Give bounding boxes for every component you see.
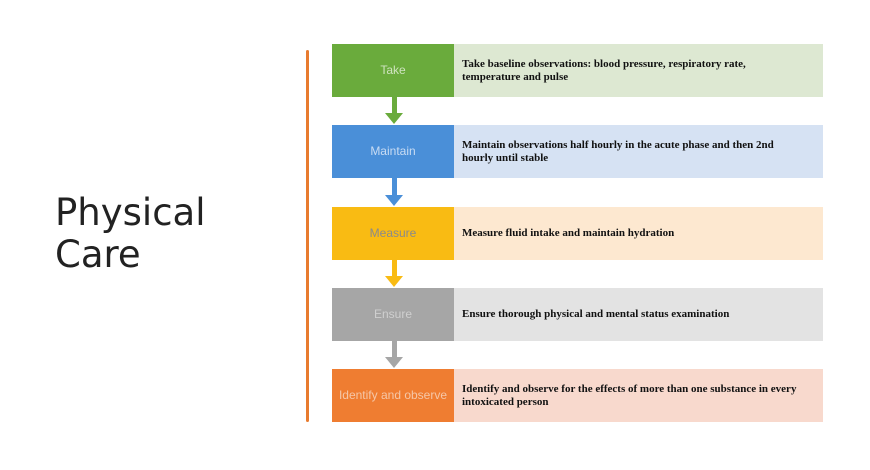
step-description: Measure fluid intake and maintain hydrat…: [454, 207, 823, 260]
step-description: Take baseline observations: blood pressu…: [454, 44, 823, 97]
step-label: Measure: [332, 207, 454, 260]
step-label: Take: [332, 44, 454, 97]
step-label: Maintain: [332, 125, 454, 178]
title-line-2: Care: [55, 233, 141, 276]
step-measure: Measure Measure fluid intake and maintai…: [332, 207, 823, 260]
step-ensure: Ensure Ensure thorough physical and ment…: [332, 288, 823, 341]
step-maintain: Maintain Maintain observations half hour…: [332, 125, 823, 178]
title-line-1: Physical: [55, 191, 206, 234]
step-take: Take Take baseline observations: blood p…: [332, 44, 823, 97]
bracket-line: [306, 50, 309, 422]
step-label: Ensure: [332, 288, 454, 341]
step-label: Identify and observe: [332, 369, 454, 422]
step-identify-and-observe: Identify and observe Identify and observ…: [332, 369, 823, 422]
step-description: Identify and observe for the effects of …: [454, 369, 823, 422]
step-description: Maintain observations half hourly in the…: [454, 125, 823, 178]
step-description: Ensure thorough physical and mental stat…: [454, 288, 823, 341]
page-title: Physical Care: [55, 192, 206, 276]
